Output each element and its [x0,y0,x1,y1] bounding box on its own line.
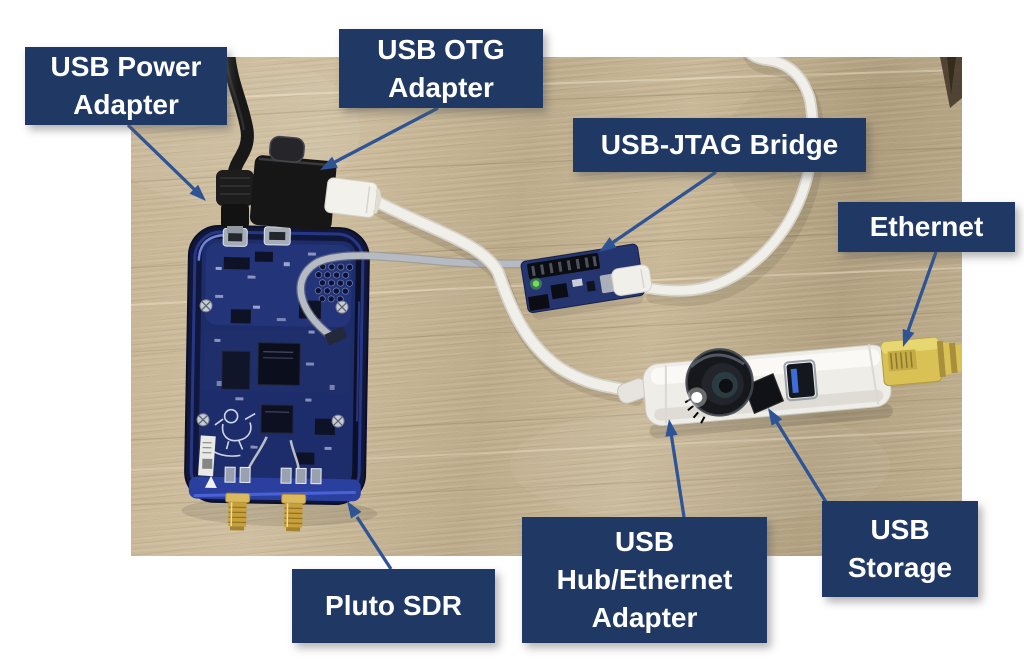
ethernet-connector [880,337,962,387]
label-usb-hub-ethernet-adapter: USB Hub/Ethernet Adapter [522,517,767,643]
usb-otg-adapter [249,135,382,231]
desk-corner-shadow-core [947,57,956,94]
usb-a-port [783,359,818,402]
case-bottom-rim [188,476,361,502]
hex-vent [314,263,354,303]
label-usb-storage: USB Storage [822,501,978,597]
label-usb-otg-adapter: USB OTG Adapter [339,29,543,108]
label-usb-jtag-bridge: USB-JTAG Bridge [573,118,866,172]
label-pluto-sdr: Pluto SDR [292,569,495,643]
usb-jtag-bridge-board [520,243,652,320]
silkscreen [214,252,335,450]
jtag-ribbon-cable [296,251,573,346]
photo-artwork [131,57,962,532]
label-ethernet: Ethernet [838,202,1015,252]
ethernet-cable [955,343,962,372]
usb-hub-ethernet-adapter [617,337,962,439]
usb-power-cable [216,57,254,233]
solder-pads [224,466,322,485]
hub-usb-cable [363,191,643,406]
jtag-white-plug [611,264,652,297]
status-led [532,280,540,287]
usb-c-plug [268,135,305,163]
usb-white-plug [324,177,382,218]
label-usb-power-adapter: USB Power Adapter [25,47,227,125]
label-sticker [198,435,217,488]
usb-storage-drive [684,348,785,424]
led-glint [691,391,703,403]
screws [196,299,349,428]
sma-connectors [225,492,307,532]
pluto-sdr-board [181,224,378,532]
